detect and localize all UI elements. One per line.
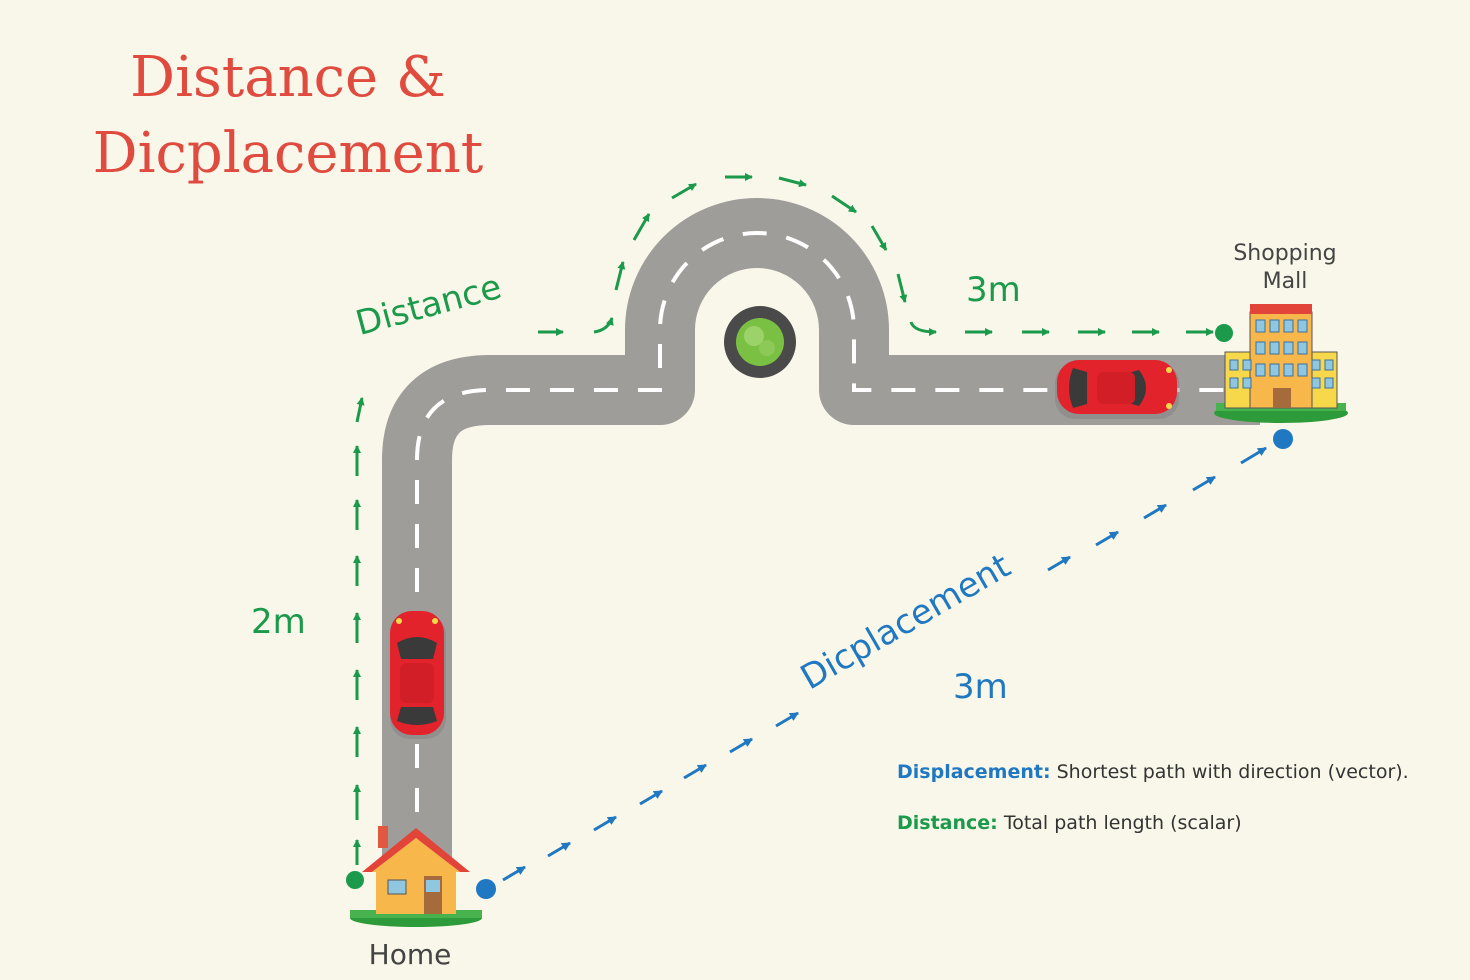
distance-start-dot [346, 871, 364, 889]
red-car-vertical-icon [390, 611, 446, 739]
legend-distance-text: Total path length (scalar) [1003, 812, 1242, 834]
shopping-mall-label-line-1: Shopping [1233, 241, 1337, 266]
shopping-mall-label: Shopping Mall [1225, 240, 1345, 296]
page-title: Distance & Dicplacement [78, 40, 498, 192]
road [382, 198, 1260, 900]
displacement-start-dot [476, 879, 496, 899]
title-line-1: Distance & [130, 45, 446, 110]
displacement-arrows [502, 446, 1267, 882]
distance-path-arrows [353, 173, 1214, 865]
legend-displacement: Displacement: Shortest path with directi… [897, 761, 1409, 783]
legend-distance: Distance: Total path length (scalar) [897, 812, 1242, 834]
shopping-mall-building-icon [1214, 304, 1348, 423]
legend-distance-term: Distance: [897, 812, 998, 834]
red-car-horizontal-icon [1055, 360, 1179, 419]
displacement-length-label: 3m [953, 667, 1008, 707]
vertical-length-label: 2m [251, 602, 306, 642]
title-line-2: Dicplacement [92, 121, 484, 186]
roundabout-bush [724, 306, 796, 378]
distance-end-dot [1215, 324, 1233, 342]
displacement-end-dot [1273, 429, 1293, 449]
home-label: Home [368, 938, 452, 971]
shopping-mall-label-line-2: Mall [1262, 269, 1308, 294]
legend-displacement-text: Shortest path with direction (vector). [1056, 761, 1409, 783]
home-house-icon [350, 826, 482, 927]
legend-displacement-term: Displacement: [897, 761, 1051, 783]
horizontal-length-label: 3m [966, 270, 1021, 310]
